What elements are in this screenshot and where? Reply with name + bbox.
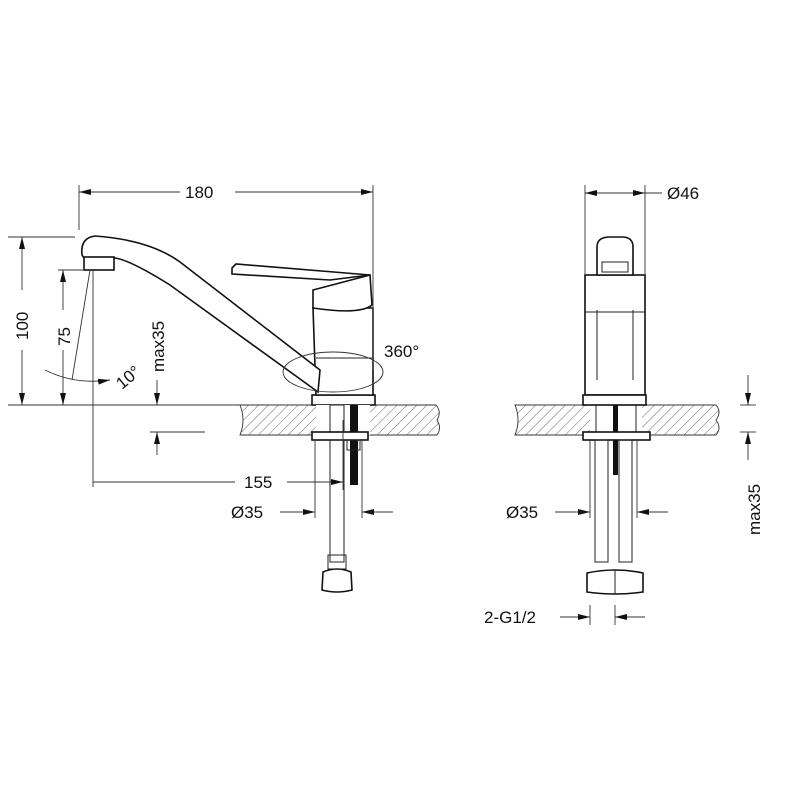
supply-hose (321, 439, 353, 593)
front-view: Ø46 Ø35 max35 2-G1/2 (484, 184, 764, 627)
body-diameter-dimension: Ø46 (667, 184, 699, 203)
counter-thickness-dimension: max35 (149, 321, 168, 372)
spout (80, 235, 321, 394)
aerator (83, 256, 115, 271)
swivel-label: 360° (384, 342, 419, 361)
reach-dimension: 155 (244, 473, 272, 492)
faucet-body-front (582, 236, 651, 441)
hole-dimension-front: Ø35 (506, 503, 538, 522)
hole-dimension: Ø35 (231, 503, 263, 522)
width-dimension: 180 (185, 183, 213, 202)
height-dimension: 100 (13, 312, 32, 340)
faucet-body (312, 273, 374, 396)
angle-label: 10° (112, 362, 144, 393)
counter-thickness-dimension-front: max35 (745, 484, 764, 535)
lever-handle (231, 263, 371, 281)
connection-thread-label: 2-G1/2 (484, 608, 536, 627)
side-view: 360° 180 100 75 10° max35 155 (8, 183, 440, 593)
countertop-section (8, 404, 440, 436)
spout-height-dimension: 75 (55, 327, 74, 346)
supply-hoses-front (586, 439, 644, 595)
swivel-indicator (282, 351, 384, 393)
